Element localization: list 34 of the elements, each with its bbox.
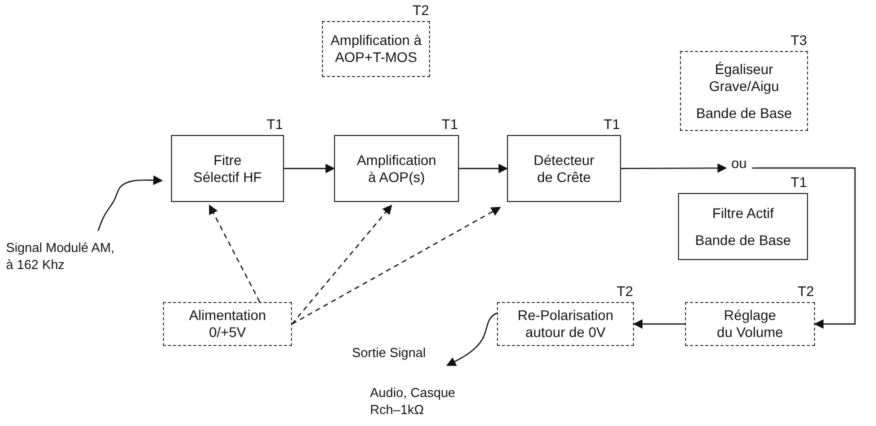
tier-label: T2 bbox=[798, 283, 814, 300]
arrow bbox=[446, 312, 498, 366]
block-label: Alimentation 0/+5V bbox=[188, 307, 268, 341]
arrow bbox=[633, 319, 685, 329]
block-label: Filtre Actif bbox=[712, 204, 774, 222]
block-label: Fitre Sélectif HF bbox=[192, 152, 263, 186]
dashed-arrow bbox=[292, 206, 501, 325]
tier-label: T2 bbox=[616, 283, 633, 300]
block-label: Détecteur de Crête bbox=[532, 152, 596, 186]
note-text: Audio, Casque Rch–1kΩ bbox=[370, 384, 456, 418]
block-label: Amplification à AOP(s) bbox=[356, 152, 438, 186]
tier-label: T1 bbox=[266, 116, 283, 133]
block-label: Amplification à AOP+T-MOS bbox=[329, 32, 423, 66]
tier-label: T3 bbox=[790, 32, 807, 49]
block-label: Re-Polarisation autour de 0V bbox=[516, 307, 614, 341]
tier-label: T1 bbox=[604, 116, 620, 133]
signal-label: Signal Modulé AM, à 162 Khz bbox=[6, 239, 116, 273]
signal-label: Sortie Signal bbox=[352, 344, 426, 360]
arrow bbox=[98, 175, 163, 231]
block-label: Égaliseur Grave/Aigu bbox=[708, 60, 780, 94]
arrow bbox=[621, 163, 727, 173]
arrow bbox=[459, 164, 508, 174]
tier-label: T1 bbox=[442, 116, 458, 133]
dashed-arrow bbox=[208, 204, 260, 302]
signal-label: ou bbox=[731, 154, 747, 172]
block-label: Bande de Base bbox=[696, 104, 792, 122]
tier-label: T2 bbox=[412, 2, 429, 19]
dashed-arrow bbox=[292, 204, 392, 324]
block-label: Réglage du Volume bbox=[716, 307, 784, 341]
block-label: Bande de Base bbox=[695, 232, 791, 248]
tier-label: T1 bbox=[790, 174, 807, 191]
arrow bbox=[752, 167, 856, 329]
dashed-block-box bbox=[163, 302, 292, 346]
arrow bbox=[284, 164, 335, 174]
